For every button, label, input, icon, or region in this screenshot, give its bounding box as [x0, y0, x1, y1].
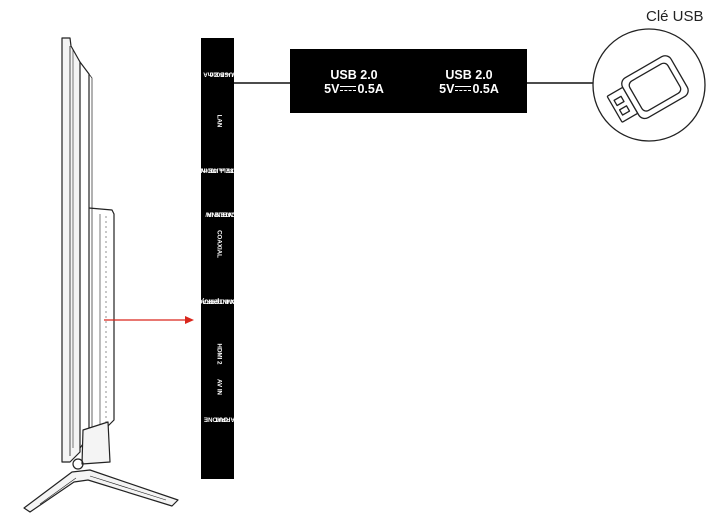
red-pointer-arrow	[104, 316, 194, 324]
usb-stick-icon	[592, 28, 706, 142]
dc-symbol-icon	[455, 85, 472, 94]
usb-spec-2: USB 2.0 5V 0.5A	[419, 68, 519, 96]
dc-symbol-icon	[340, 85, 357, 94]
usb-spec-2-voltage: 5V	[439, 82, 455, 96]
usb-spec-box: USB 2.0 5V 0.5A USB 2.0 5V 0.5A	[290, 49, 527, 113]
callout-title: Clé USB	[646, 8, 704, 25]
usb-spec-2-name: USB 2.0	[445, 68, 493, 82]
usb-spec-1-current: 0.5A	[357, 82, 384, 96]
tv-side-illustration	[23, 37, 179, 513]
usb-spec-1: USB 2.0 5V 0.5A	[304, 68, 404, 96]
usb-spec-1-voltage: 5V	[324, 82, 340, 96]
usb-spec-1-name: USB 2.0	[330, 68, 378, 82]
usb-spec-2-current: 0.5A	[472, 82, 499, 96]
